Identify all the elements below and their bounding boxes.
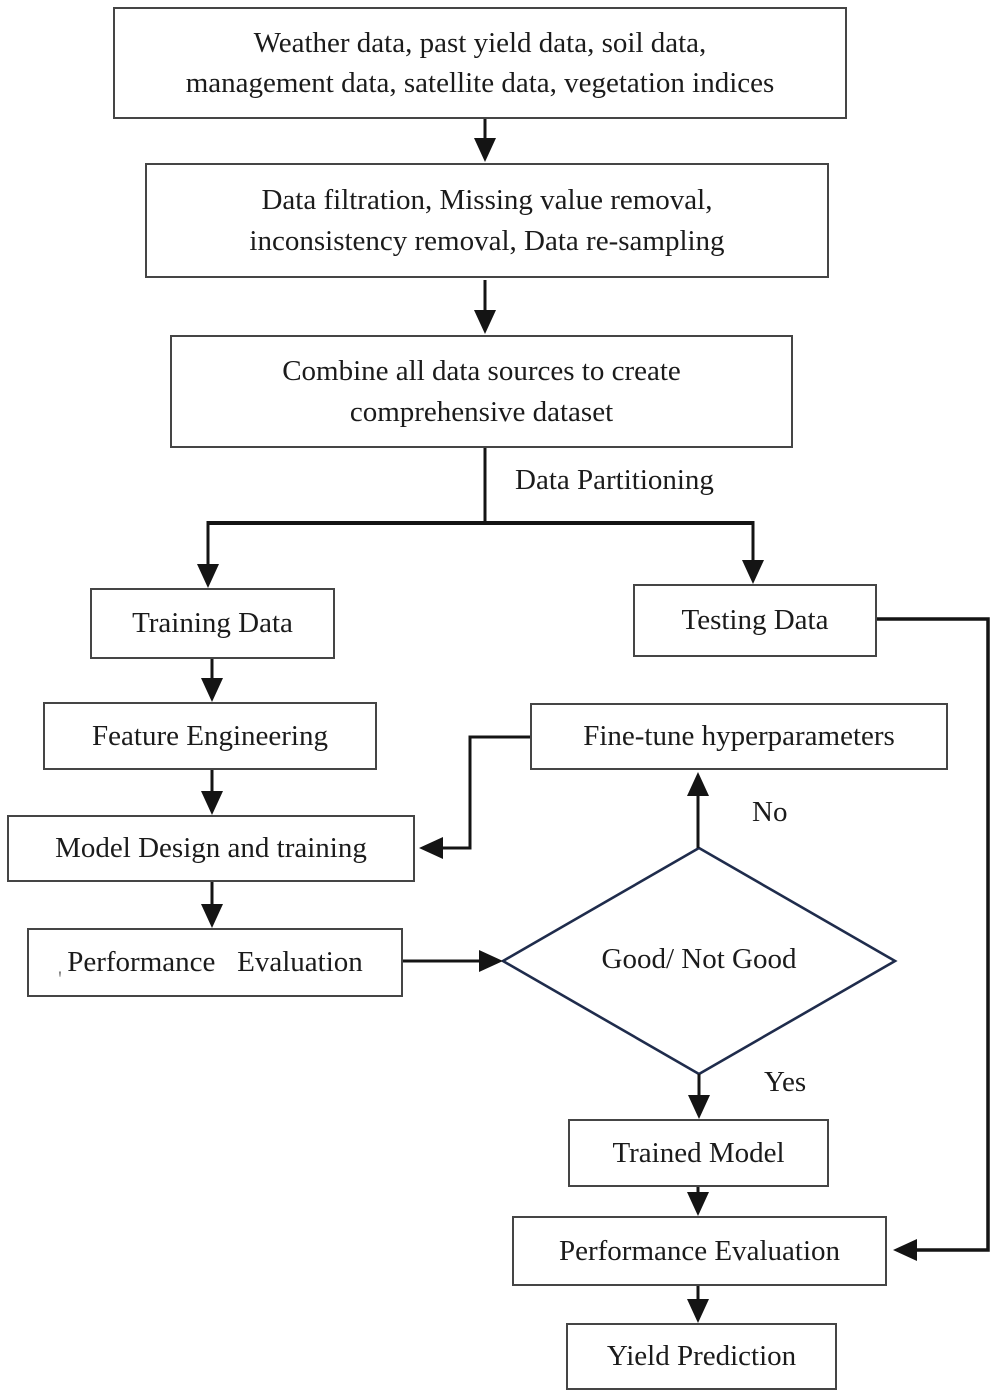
node-training-data: Training Data (90, 588, 335, 659)
arrowhead-into-trained (688, 1095, 710, 1119)
arrowhead-into-perf1 (201, 904, 223, 928)
node-training-data-label: Training Data (132, 607, 293, 640)
node-model-design-training-label: Model Design and training (55, 832, 367, 865)
arrowhead-into-yield (687, 1299, 709, 1323)
arrowhead-into-feature (201, 678, 223, 702)
node-yield-prediction: Yield Prediction (566, 1323, 837, 1390)
node-trained-model-label: Trained Model (612, 1136, 785, 1169)
arrowhead-into-combine (474, 310, 496, 334)
node-trained-model: Trained Model (568, 1119, 829, 1187)
node-data-cleaning: Data filtration, Missing value removal, … (145, 163, 829, 278)
node-fine-tune-hyperparameters-label: Fine-tune hyperparameters (583, 720, 895, 753)
arrowhead-into-finetune (687, 772, 709, 796)
node-combine-dataset-label: Combine all data sources to create compr… (282, 355, 681, 428)
arrowhead-into-model-from-feature (201, 791, 223, 815)
edge-label-no: No (752, 796, 788, 828)
node-data-sources-label: Weather data, past yield data, soil data… (185, 26, 775, 99)
arrowhead-into-decision (479, 950, 503, 972)
node-data-sources: Weather data, past yield data, soil data… (113, 7, 847, 119)
node-testing-data: Testing Data (633, 584, 877, 657)
node-data-cleaning-label: Data filtration, Missing value removal, … (249, 184, 725, 257)
node-feature-engineering: Feature Engineering (43, 702, 377, 770)
node-performance-evaluation-1-label: Performance Evaluation (67, 946, 363, 979)
node-model-design-training: Model Design and training (7, 815, 415, 882)
node-combine-dataset: Combine all data sources to create compr… (170, 335, 793, 448)
arrowhead-into-model-from-finetune (419, 837, 443, 859)
stray-mark: ' (58, 966, 62, 991)
arrowhead-into-training (197, 564, 219, 588)
node-feature-engineering-label: Feature Engineering (92, 719, 328, 752)
node-performance-evaluation-2: Performance Evaluation (512, 1216, 887, 1286)
node-performance-evaluation-2-label: Performance Evaluation (558, 1234, 841, 1267)
node-fine-tune-hyperparameters: Fine-tune hyperparameters (530, 703, 948, 770)
node-testing-data-label: Testing Data (681, 604, 829, 637)
node-performance-evaluation-1: Performance Evaluation (27, 928, 403, 997)
arrowhead-into-perf2-from-trained (687, 1192, 709, 1216)
edge-testing-to-perf2 (877, 617, 990, 1252)
edge-label-yes: Yes (764, 1066, 807, 1098)
edge-label-data-partitioning: Data Partitioning (515, 464, 714, 496)
arrowhead-into-testing (742, 560, 764, 584)
arrowhead-into-perf2-from-testing (893, 1239, 917, 1261)
node-yield-prediction-label: Yield Prediction (606, 1340, 797, 1373)
edge-finetune-to-model (442, 735, 530, 850)
decision-diamond-label: Good/ Not Good (601, 943, 797, 976)
arrowhead-into-cleaning (474, 138, 496, 162)
